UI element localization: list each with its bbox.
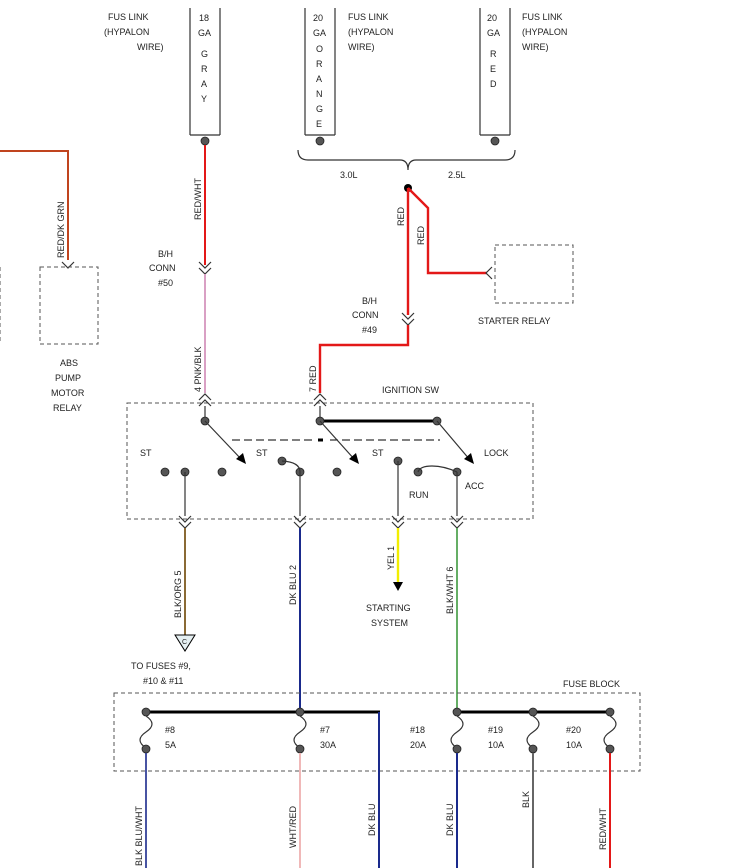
fuse-link-2-letter-1: O xyxy=(316,44,323,54)
fuse-link-1-gauge: 18 xyxy=(199,13,209,23)
fuse-link-gray: FUS LINK (HYPALON WIRE) 18 GA G R A Y xyxy=(104,8,221,146)
starting-system-line-2: SYSTEM xyxy=(371,618,408,628)
fuse-link-2-letter-4: N xyxy=(316,89,323,99)
label-red-dk-grn: RED/DK GRN xyxy=(56,201,66,258)
label-blk-wht-6: BLK/WHT 6 xyxy=(445,567,455,614)
fuse-7-num: #7 xyxy=(320,725,330,735)
to-fuses-line-2: #10 & #11 xyxy=(143,676,183,686)
fuse-link-3-ga: GA xyxy=(487,28,500,38)
to-fuses-line-1: TO FUSES #9, xyxy=(131,661,191,671)
fuse-link-3-title-3: WIRE) xyxy=(522,42,549,52)
fuse-link-1-title-2: (HYPALON xyxy=(104,27,149,37)
bh50-line-3: #50 xyxy=(158,278,173,288)
ignition-st-3: ST xyxy=(372,448,384,458)
abs-relay-line-2: PUMP xyxy=(55,373,81,383)
bh49-line-2: CONN xyxy=(352,310,379,320)
label-red-b: RED xyxy=(416,225,426,245)
starting-system-line-1: STARTING xyxy=(366,603,411,613)
connector-c xyxy=(174,634,196,652)
fuse-link-1-title-3: WIRE) xyxy=(137,42,164,52)
fuse-link-1-letter-1: G xyxy=(201,49,208,59)
fuse-7-amp: 30A xyxy=(320,740,336,750)
bh49-line-1: B/H xyxy=(362,296,377,306)
fuse-link-2-title-3: WIRE) xyxy=(348,42,375,52)
ignition-st-2: ST xyxy=(256,448,268,458)
bh50-line-2: CONN xyxy=(149,263,176,273)
fuse-link-3-title-1: FUS LINK xyxy=(522,12,563,22)
fuse-20-num: #20 xyxy=(566,725,581,735)
fuse-link-2-letter-3: A xyxy=(316,74,322,84)
fuse-link-2-gauge: 20 xyxy=(313,13,323,23)
fuse-20-amp: 10A xyxy=(566,740,582,750)
fuse-8-num: #8 xyxy=(165,725,175,735)
fuse-link-3-letter-3: D xyxy=(490,79,497,89)
wire-red-7 xyxy=(318,325,410,393)
fuse-link-1-ga: GA xyxy=(198,28,211,38)
fuse-link-2-ga: GA xyxy=(313,28,326,38)
engine-option-right: 2.5L xyxy=(448,170,466,180)
fuse-link-1-letter-4: Y xyxy=(201,94,207,104)
abs-relay-line-3: MOTOR xyxy=(51,388,85,398)
fuse-link-2-letter-5: G xyxy=(316,104,323,114)
label-red-a: RED xyxy=(396,206,406,226)
fuse-link-2-title-1: FUS LINK xyxy=(348,12,389,22)
label-pnk-blk: 4 PNK/BLK xyxy=(193,346,203,392)
label-red-7: 7 RED xyxy=(308,365,318,392)
fuse-link-3-letter-2: E xyxy=(490,64,496,74)
ignition-run: RUN xyxy=(409,490,429,500)
engine-option-left: 3.0L xyxy=(340,170,358,180)
label-dk-blu-a: DK BLU xyxy=(367,803,377,836)
label-dk-blu-2: DK BLU 2 xyxy=(288,565,298,605)
connector-c-label: C xyxy=(182,639,187,646)
label-red-wht-top: RED/WHT xyxy=(193,178,203,220)
bh49-line-3: #49 xyxy=(362,325,377,335)
fuse-link-3-letter-1: R xyxy=(490,49,497,59)
fuse-link-1-letter-2: R xyxy=(201,64,208,74)
fuse-block: FUSE BLOCK #8 5A #7 30A #18 20A #19 10A … xyxy=(113,679,641,772)
engine-option-brace: 3.0L 2.5L xyxy=(297,149,516,192)
wire-red-dk-grn xyxy=(0,150,69,260)
bh50-line-1: B/H xyxy=(158,249,173,259)
ignition-title: IGNITION SW xyxy=(382,385,440,395)
label-dk-blu-b: DK BLU xyxy=(445,803,455,836)
label-red-wht-bottom: RED/WHT xyxy=(598,808,608,850)
ignition-switch: IGNITION SW ST xyxy=(126,385,534,529)
fuse-link-2-letter-6: E xyxy=(316,119,322,129)
starter-relay-label: STARTER RELAY xyxy=(478,316,551,326)
fuse-link-2-letter-2: R xyxy=(316,59,323,69)
label-blk-org: BLK/ORG 5 xyxy=(173,570,183,618)
ignition-acc: ACC xyxy=(465,481,485,491)
ignition-st-1: ST xyxy=(140,448,152,458)
label-blk-blu-wht: BLK BLU/WHT xyxy=(134,805,144,866)
fuse-link-red: 20 GA R E D FUS LINK (HYPALON WIRE) xyxy=(479,8,567,146)
fuse-link-orange: 20 GA O R A N G E FUS LINK (HYPALON WIRE… xyxy=(304,8,393,146)
ignition-lock: LOCK xyxy=(484,448,509,458)
label-yel-1: YEL 1 xyxy=(386,546,396,570)
fuse-block-title: FUSE BLOCK xyxy=(563,679,620,689)
fuse-link-2-title-2: (HYPALON xyxy=(348,27,393,37)
fuse-18-amp: 20A xyxy=(410,740,426,750)
fuse-19-num: #19 xyxy=(488,725,503,735)
label-blk: BLK xyxy=(521,791,531,808)
fuse-link-1-letter-3: A xyxy=(201,79,207,89)
fuse-18-num: #18 xyxy=(410,725,425,735)
wire-red-b xyxy=(407,187,487,275)
abs-relay-line-4: RELAY xyxy=(53,403,82,413)
fuse-19-amp: 10A xyxy=(488,740,504,750)
fuse-link-1-title-1: FUS LINK xyxy=(108,12,149,22)
label-wht-red: WHT/RED xyxy=(288,806,298,848)
fuse-link-3-gauge: 20 xyxy=(487,13,497,23)
fuse-8-amp: 5A xyxy=(165,740,176,750)
fuse-link-3-title-2: (HYPALON xyxy=(522,27,567,37)
abs-relay-line-1: ABS xyxy=(60,358,78,368)
